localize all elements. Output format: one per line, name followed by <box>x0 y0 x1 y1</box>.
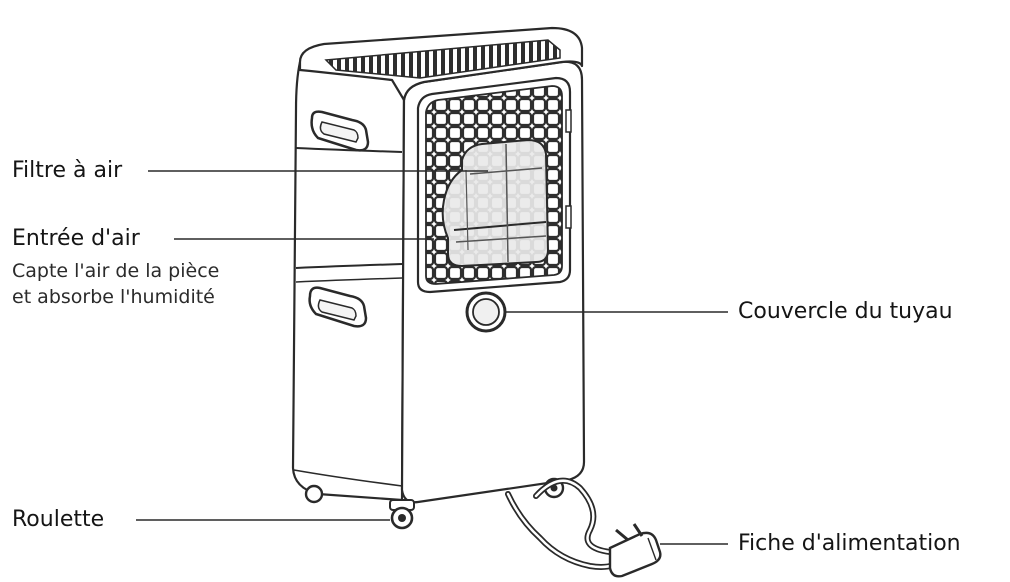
hose-cover <box>465 291 507 333</box>
label-power-plug: Fiche d'alimentation <box>738 531 961 556</box>
top-vent <box>324 39 561 79</box>
power-cord <box>505 477 625 570</box>
label-air-filter: Filtre à air <box>12 158 123 183</box>
label-air-inlet: Entrée d'air <box>12 226 140 251</box>
leader-lines <box>136 170 728 545</box>
air-inlet-description-line1: Capte l'air de la pièce <box>12 260 220 282</box>
label-hose-cover: Couvercle du tuyau <box>738 299 953 324</box>
label-caster: Roulette <box>12 507 105 532</box>
side-handle-upper <box>310 110 370 152</box>
air-inlet-description-line2: et absorbe l'humidité <box>12 286 215 308</box>
side-handle-lower <box>308 286 368 328</box>
caster-front <box>389 499 415 530</box>
caster-back-left <box>304 484 324 504</box>
power-plug <box>608 523 662 578</box>
